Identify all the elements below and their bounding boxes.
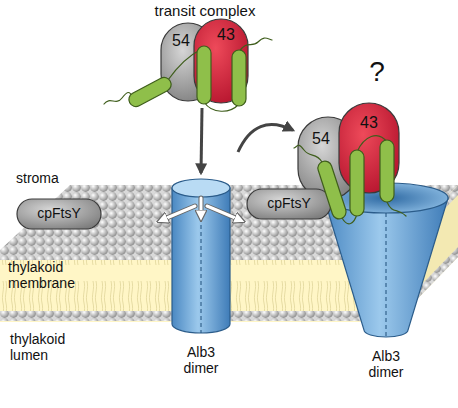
node-text: thylakoid membrane [8,259,88,291]
srp43-protein: 43 [193,18,249,104]
compartment-label: stroma [16,170,86,186]
node-text: 43 [211,26,241,44]
receptor-oval: cpFtsY [16,198,102,230]
question-mark: ? [360,56,394,88]
heading-label: transit complex [140,2,270,19]
receptor-oval: cpFtsY [246,188,332,220]
process-arrow [238,125,293,152]
channel-cone: Alb3 dimer [322,180,450,376]
node-text: 54 [307,130,335,148]
process-arrow [201,108,202,173]
node-text: cpFtsY [16,205,102,221]
node-text: Alb3 dimer [361,348,411,380]
channel-cone-outline [322,180,450,376]
node-text: cpFtsY [246,195,332,211]
peptide-tail [104,93,132,105]
node-text: 43 [354,114,384,132]
node-text: 54 [168,32,194,50]
compartment-label: thylakoid lumen [10,331,80,363]
channel-cylinder: Alb3 dimer [170,176,232,376]
node-text: Alb3 dimer [176,344,226,376]
srp43-protein: 43 [338,102,400,194]
